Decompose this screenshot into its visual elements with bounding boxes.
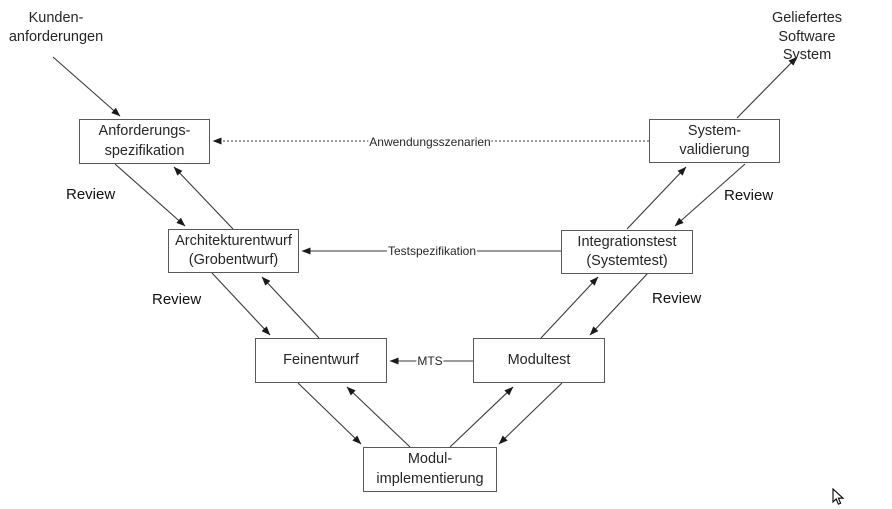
arrow-validation-to-integrationtest (674, 163, 746, 227)
mouse-cursor-icon (832, 488, 845, 505)
arrow-customer-to-requirements (52, 56, 121, 117)
arrow-detaildesign-to-implementation (297, 382, 362, 445)
arrow-implementation-review-to-detaildesign (346, 386, 411, 448)
arrow-validation-to-delivered (736, 56, 798, 119)
arrow-architecture-to-detaildesign (211, 272, 271, 336)
arrow-integrationtest-to-moduletest (589, 272, 649, 336)
node-architekturentwurf: Architekturentwurf (Grobentwurf) (168, 229, 299, 273)
arrow-implementation-to-moduletest (449, 386, 514, 448)
node-integrationstest: Integrationstest (Systemtest) (561, 230, 693, 274)
label-review-left-2: Review (152, 291, 202, 308)
node-systemvalidierung: System- validierung (649, 119, 780, 163)
label-geliefertes-software-system: Geliefertes Software System (771, 10, 843, 64)
arrow-requirements-to-architecture (114, 163, 186, 227)
label-anwendungsszenarien: Anwendungsszenarien (368, 135, 492, 149)
label-review-left-1: Review (66, 186, 116, 203)
arrow-integrationtest-to-validation (626, 166, 687, 230)
arrow-architecture-review-to-requirements (173, 166, 234, 230)
arrow-moduletest-to-integrationtest (540, 276, 599, 339)
label-review-right-2: Review (652, 290, 702, 307)
label-review-right-1: Review (724, 187, 774, 204)
arrow-detaildesign-review-to-architecture (261, 276, 320, 339)
node-modultest: Modultest (473, 338, 605, 383)
node-modulimplementierung: Modul- implementierung (363, 447, 497, 492)
node-feinentwurf: Feinentwurf (255, 338, 387, 383)
label-kundenanforderungen: Kunden- anforderungen (8, 10, 104, 45)
label-testspezifikation: Testspezifikation (386, 244, 478, 258)
node-anforderungsspezifikation: Anforderungs- spezifikation (79, 119, 210, 164)
label-mts: MTS (416, 354, 444, 368)
arrow-moduletest-to-implementation (498, 382, 563, 445)
